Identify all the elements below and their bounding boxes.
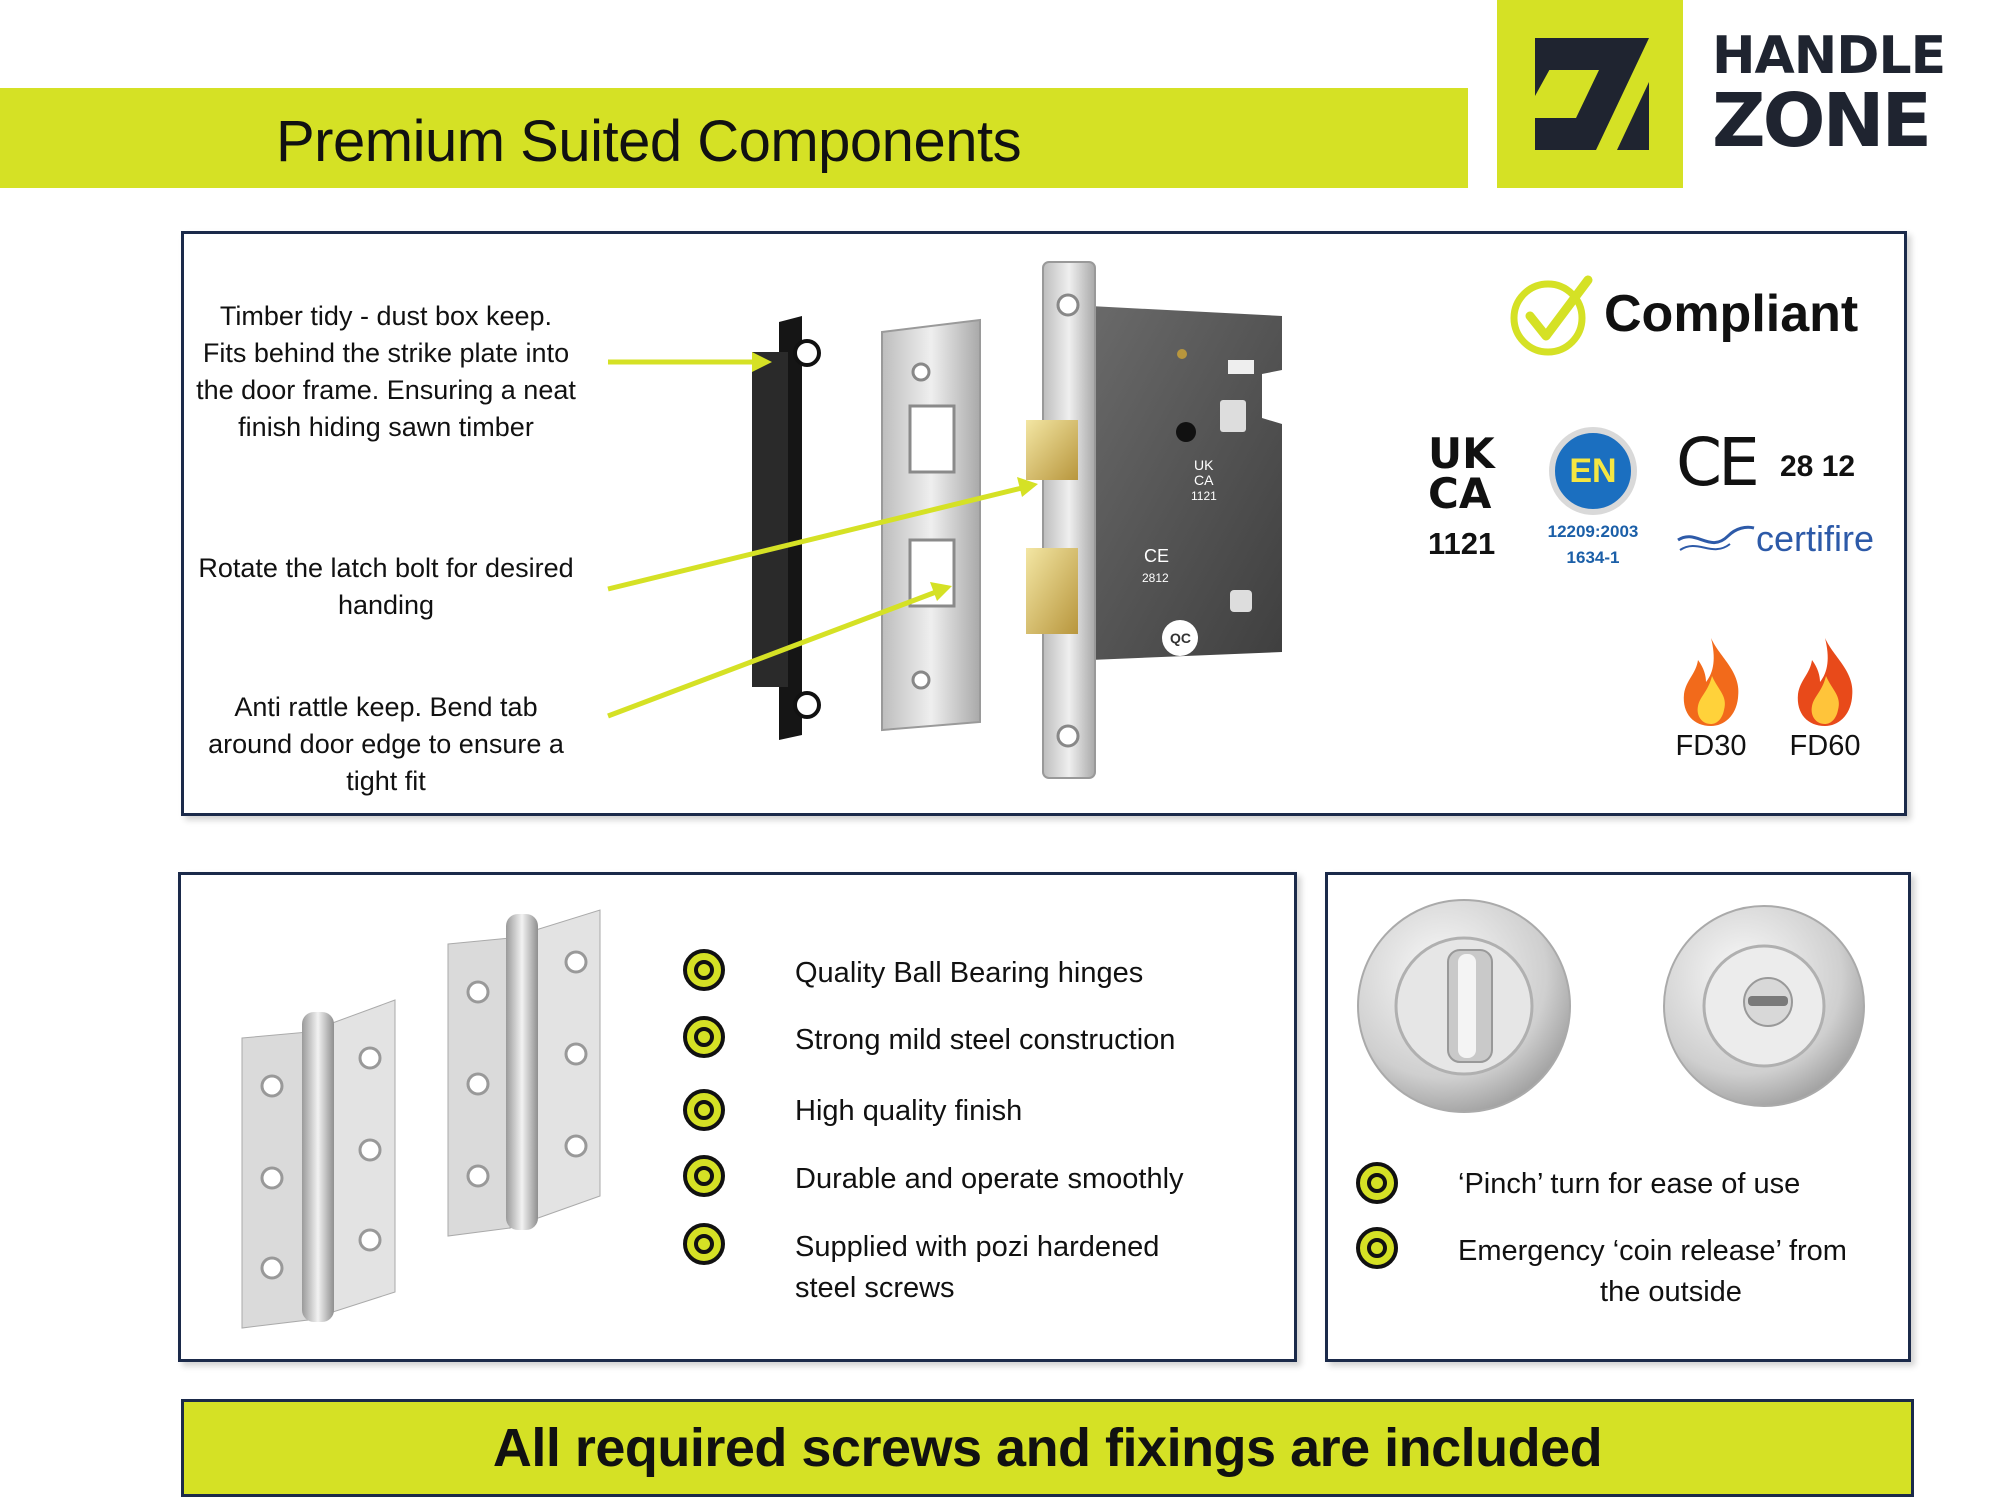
bullet-icon: [683, 1223, 725, 1265]
ukca-line-1: UK: [1428, 429, 1495, 478]
coin-release: [1663, 905, 1865, 1107]
lock-ukca-mark-2: CA: [1194, 472, 1214, 488]
thumb-turn: [1357, 899, 1571, 1113]
en-standard-2: 1634-1: [1566, 548, 1620, 567]
dust-box-keep: [752, 316, 821, 740]
lock-ukca-mark-1: UK: [1194, 457, 1214, 473]
ce-number: 28 12: [1780, 450, 1856, 483]
turn-feature-2a: Emergency ‘coin release’ from: [1458, 1235, 1847, 1267]
footer-banner: All required screws and fixings are incl…: [181, 1399, 1914, 1497]
footer-text: All required screws and fixings are incl…: [492, 1418, 1603, 1478]
bullet-icon: [1356, 1162, 1398, 1204]
hinge-small: [241, 999, 396, 1329]
fire-rating-fd30: FD30: [1675, 730, 1747, 762]
ce-mark: CE: [1676, 424, 1760, 501]
hinge-feature-2: Strong mild steel construction: [795, 1024, 1176, 1056]
en-standard-1: 12209:2003: [1547, 522, 1639, 541]
hinge-illustration: [241, 909, 601, 1329]
turn-feature-1: ‘Pinch’ turn for ease of use: [1458, 1168, 1801, 1200]
callout-anti-rattle: Anti rattle keep. Bend tab around door e…: [208, 692, 564, 796]
compliant-check-icon: [1510, 275, 1593, 356]
callout-timber-tidy: Timber tidy - dust box keep. Fits behind…: [196, 301, 576, 442]
bullet-icon: [1356, 1227, 1398, 1269]
hinge-feature-4: Durable and operate smoothly: [795, 1163, 1184, 1195]
callout-latch-bolt: Rotate the latch bolt for desired handin…: [198, 553, 574, 620]
fire-icon-fd60: [1797, 638, 1853, 726]
certifire-swoosh-icon: [1677, 525, 1755, 551]
ukca-mark: UK CA: [1428, 429, 1495, 518]
logo-line-2: ZONE: [1712, 78, 1932, 164]
en-badge: EN: [1549, 427, 1637, 515]
fire-icon-fd30: [1683, 638, 1739, 726]
bullet-icon: [683, 1155, 725, 1197]
page-title: Premium Suited Components: [276, 109, 1022, 174]
lock-ce-mark: CE: [1144, 546, 1169, 566]
brand-logo-mark: [1497, 0, 1683, 188]
header-banner: Premium Suited Components: [0, 88, 1468, 188]
en-label: EN: [1569, 451, 1617, 490]
strike-plate: [881, 318, 981, 732]
hinge-feature-5a: Supplied with pozi hardened: [795, 1231, 1160, 1263]
brand-logo-text: HANDLE ZONE: [1712, 26, 1946, 164]
certifire-label: certifire: [1756, 518, 1875, 559]
bullet-icon: [683, 1089, 725, 1131]
lock-qc-mark: QC: [1170, 630, 1191, 646]
hinge-large: [447, 909, 601, 1237]
bullet-icon: [683, 949, 725, 991]
ukca-number: 1121: [1428, 526, 1496, 561]
hinge-feature-3: High quality finish: [795, 1095, 1023, 1127]
callout-arrows: [607, 352, 1038, 719]
fire-rating-fd60: FD60: [1789, 730, 1861, 762]
lock-ce-number: 2812: [1142, 571, 1169, 585]
lock-illustration: UK CA 1121 CE 2812 QC: [607, 261, 1282, 779]
turn-release-illustration: [1357, 899, 1865, 1113]
logo-line-1: HANDLE: [1712, 26, 1946, 86]
compliant-label: Compliant: [1604, 285, 1859, 343]
lock-ukca-number: 1121: [1191, 489, 1217, 503]
turn-feature-2b: the outside: [1600, 1276, 1742, 1308]
logo-z-icon: [1535, 38, 1649, 150]
hinge-feature-1: Quality Ball Bearing hinges: [795, 957, 1144, 989]
sash-lock-body: UK CA 1121 CE 2812 QC: [1026, 261, 1282, 779]
bullet-icon: [683, 1016, 725, 1058]
hinge-feature-5b: steel screws: [795, 1272, 955, 1304]
ukca-line-2: CA: [1428, 469, 1492, 518]
